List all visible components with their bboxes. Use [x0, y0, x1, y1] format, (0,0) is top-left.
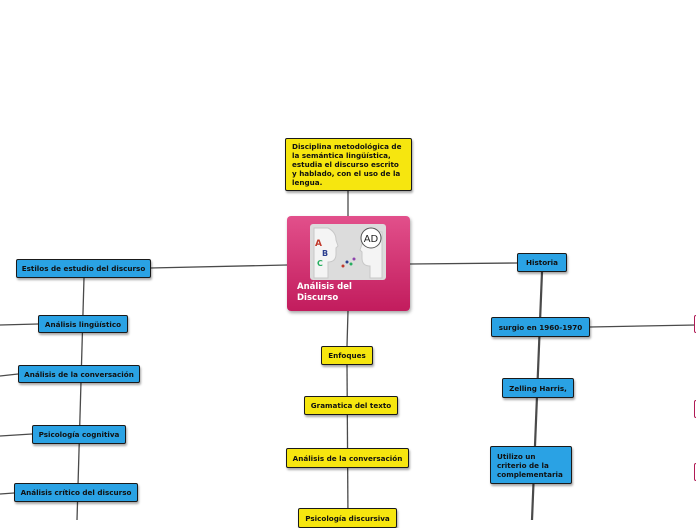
svg-text:AD: AD	[364, 234, 379, 245]
central-title: Análisis del Discurso	[297, 282, 352, 303]
svg-text:A: A	[315, 239, 322, 249]
offscreen-node-1[interactable]	[694, 315, 696, 333]
bottom-item-conversation[interactable]: Análisis de la conversación	[286, 448, 409, 468]
svg-text:B: B	[322, 249, 328, 258]
left-item-critical[interactable]: Análisis crítico del discurso	[14, 483, 138, 502]
link-left-out-3	[0, 433, 33, 437]
link-origin-out	[589, 324, 696, 328]
bottom-item-discursive[interactable]: Psicología discursiva	[298, 508, 397, 528]
link-left-out-4	[0, 492, 15, 495]
bottom-item-text-grammar[interactable]: Gramatica del texto	[304, 396, 398, 415]
offscreen-node-2[interactable]	[694, 400, 696, 418]
link-left-out-2	[0, 373, 19, 377]
left-item-cognitive[interactable]: Psicología cognitiva	[32, 425, 126, 444]
definition-node[interactable]: Disciplina metodológica de la semántica …	[285, 138, 412, 191]
method-node[interactable]: Utilizo un criterio de la complementaria	[490, 446, 572, 484]
speaking-heads-image: A B C AD	[310, 224, 386, 280]
history-node[interactable]: Historia	[517, 253, 567, 272]
central-topic[interactable]: A B C AD Análisis del Discurso	[287, 216, 410, 311]
founder-node[interactable]: Zelling Harris,	[502, 378, 574, 398]
styles-node[interactable]: Estilos de estudio del discurso	[16, 259, 151, 278]
origin-node[interactable]: surgio en 1960-1970	[491, 317, 590, 337]
approaches-node[interactable]: Enfoques	[321, 346, 373, 365]
link-styles	[149, 264, 288, 269]
speaking-heads-icon: A B C AD	[313, 227, 383, 279]
definition-text: Disciplina metodológica de la semántica …	[292, 142, 402, 187]
svg-text:C: C	[317, 259, 323, 268]
link-left-out-1	[0, 323, 39, 326]
left-item-conversation[interactable]: Análisis de la conversación	[18, 365, 140, 383]
link-history	[409, 262, 518, 265]
offscreen-node-3[interactable]	[694, 463, 696, 481]
link-bottom-chain	[346, 364, 349, 520]
left-item-linguistic[interactable]: Análisis lingüístico	[38, 315, 128, 333]
link-approaches	[346, 310, 349, 347]
